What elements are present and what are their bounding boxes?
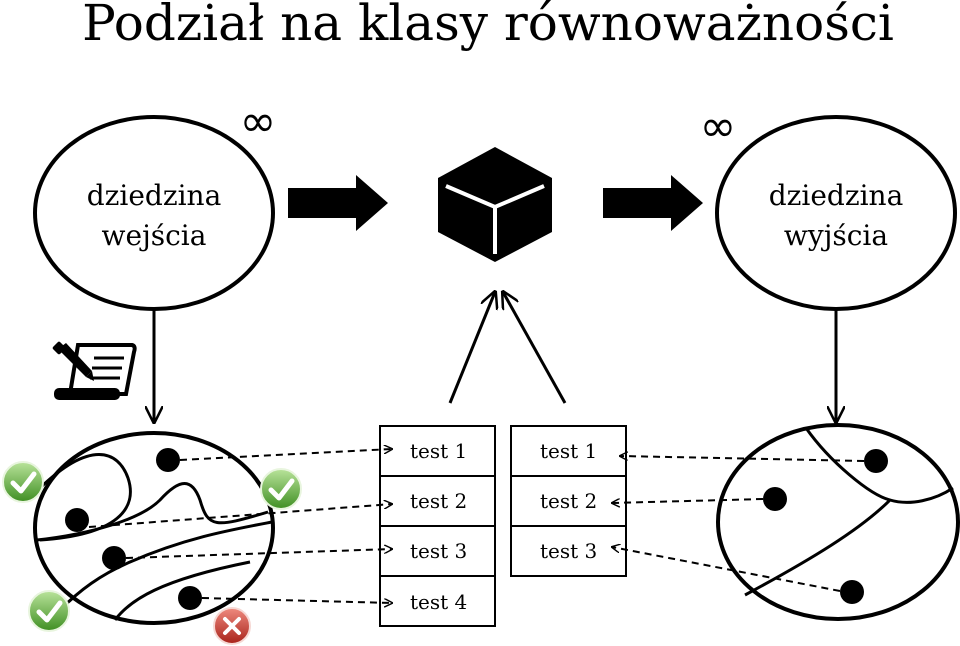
input-test-1-label: test 1 bbox=[410, 439, 467, 463]
check-circle-icon bbox=[2, 461, 44, 503]
input-test-table: test 1 test 2 test 3 test 4 bbox=[379, 425, 496, 627]
input-mapping-arrow bbox=[88, 504, 392, 528]
input-domain-label-line1: dziedzina bbox=[87, 179, 222, 212]
output-partitioned-domain bbox=[716, 423, 960, 621]
input-class-point bbox=[156, 448, 180, 472]
cross-circle-icon bbox=[213, 607, 251, 645]
input-mapping-arrow bbox=[125, 549, 392, 559]
input-test-cell bbox=[379, 425, 496, 477]
output-test-cell bbox=[510, 525, 627, 577]
output-mapping-arrow bbox=[612, 547, 841, 592]
input-to-box-arrow bbox=[288, 175, 388, 231]
document-pen-icon bbox=[52, 341, 137, 400]
output-mapping-arrow bbox=[620, 456, 865, 462]
check-circle-icon bbox=[260, 468, 302, 510]
input-class-point bbox=[65, 508, 89, 532]
output-class-point bbox=[840, 580, 864, 604]
input-test-cell bbox=[379, 525, 496, 577]
output-test-table: test 1 test 2 test 3 bbox=[510, 425, 627, 577]
output-test-cell bbox=[510, 425, 627, 477]
input-tests-to-box-arrow bbox=[448, 292, 495, 404]
input-mapping-arrow bbox=[201, 597, 392, 603]
input-infinity-symbol: ∞ bbox=[240, 96, 277, 147]
check-circle-icon bbox=[28, 590, 70, 632]
output-infinity-symbol: ∞ bbox=[700, 101, 737, 152]
output-domain-label-line2: wyjścia bbox=[784, 219, 888, 252]
input-class-point bbox=[102, 546, 126, 570]
input-domain: dziedzina wejścia bbox=[33, 115, 275, 311]
cube-icon bbox=[438, 147, 552, 262]
output-domain-label-line1: dziedzina bbox=[769, 179, 904, 212]
output-class-point bbox=[763, 487, 787, 511]
input-class-point bbox=[178, 586, 202, 610]
input-mapping-arrow bbox=[179, 449, 392, 461]
input-test-3-label: test 3 bbox=[410, 539, 467, 563]
page-title: Podział na klasy równoważności bbox=[82, 0, 894, 52]
box-to-output-arrow bbox=[603, 175, 703, 231]
output-test-2-label: test 2 bbox=[540, 489, 597, 513]
output-test-1-label: test 1 bbox=[540, 439, 597, 463]
output-tests-to-box-arrow bbox=[503, 292, 567, 404]
output-mapping-arrow bbox=[612, 498, 764, 503]
output-domain: dziedzina wyjścia bbox=[715, 115, 957, 311]
input-test-2-label: test 2 bbox=[410, 489, 467, 513]
output-test-3-label: test 3 bbox=[540, 539, 597, 563]
input-domain-label-line2: wejścia bbox=[102, 219, 207, 252]
input-test-4-label: test 4 bbox=[410, 590, 467, 614]
output-class-point bbox=[864, 449, 888, 473]
input-test-cell bbox=[379, 575, 496, 627]
input-partitioned-domain bbox=[33, 431, 275, 625]
